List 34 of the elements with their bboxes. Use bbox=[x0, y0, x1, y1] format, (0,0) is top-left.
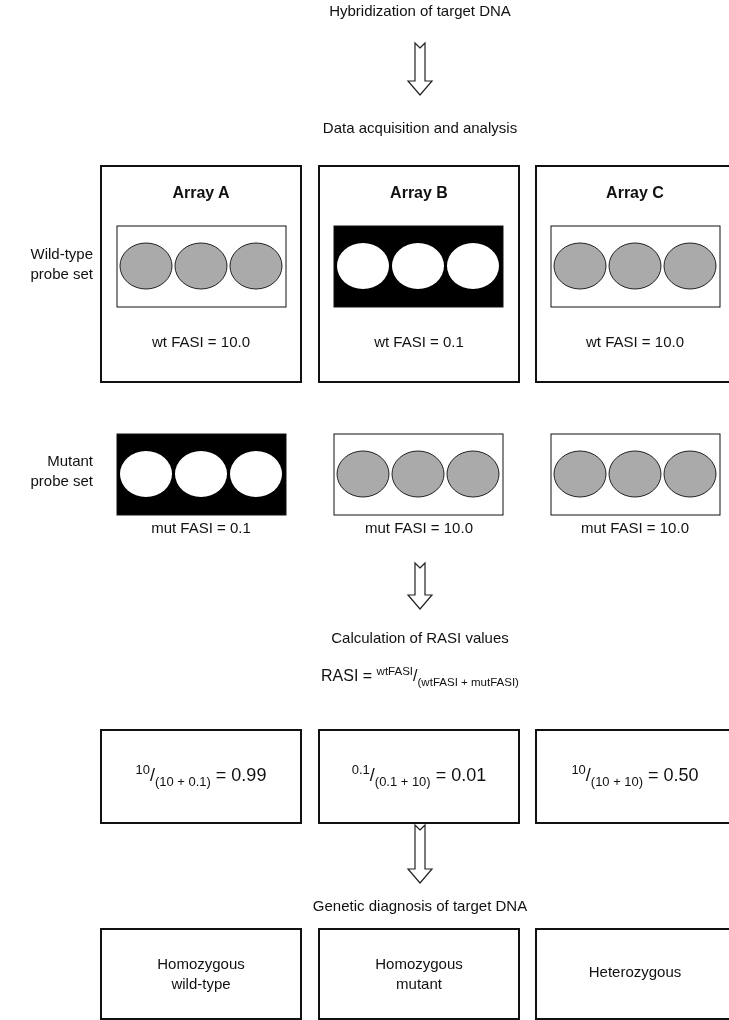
result-box bbox=[100, 729, 302, 824]
result-box bbox=[535, 729, 729, 824]
row-label: Mutant probe set bbox=[29, 451, 93, 490]
value-text: mut FASI = 10.0 bbox=[580, 518, 690, 538]
array-box bbox=[535, 165, 729, 383]
step-text: Data acquisition and analysis bbox=[270, 96, 570, 136]
arrow bbox=[406, 561, 434, 610]
formula-text: $^{10}$/$_{(10 + 0.1)}$ = 0.99 bbox=[135, 762, 267, 791]
value-text: wt FASI = 0.1 bbox=[374, 331, 464, 351]
diagnosis-box bbox=[318, 928, 520, 1020]
result-box bbox=[318, 729, 520, 824]
value-text: wt FASI = 10.0 bbox=[152, 331, 250, 351]
arrow bbox=[406, 41, 434, 96]
formula-text: RASI = $^{wtFASI}$/$_{(wtFASI + mutFASI)}$ bbox=[320, 664, 520, 690]
step-text: Calculation of RASI values bbox=[270, 610, 570, 646]
diagnosis-text: Homozygous wild-type bbox=[156, 954, 246, 993]
row-label: Wild-type probe set bbox=[29, 244, 93, 283]
array-title: Array C bbox=[606, 183, 664, 203]
diagnosis-box bbox=[100, 928, 302, 1020]
array-title: Array A bbox=[172, 183, 230, 203]
diagnosis-box bbox=[535, 928, 729, 1020]
array-title: Array B bbox=[390, 183, 448, 203]
array-box bbox=[318, 165, 520, 383]
formula-text: $^{0.1}$/$_{(0.1 + 10)}$ = 0.01 bbox=[351, 762, 487, 791]
value-text: mut FASI = 10.0 bbox=[364, 518, 474, 538]
diagnosis-text: Heterozygous bbox=[588, 962, 682, 982]
diagnosis-text: Homozygous mutant bbox=[374, 954, 464, 993]
value-text: wt FASI = 10.0 bbox=[586, 331, 684, 351]
step-text: Hybridization of target DNA bbox=[270, 2, 570, 42]
array-box bbox=[100, 165, 302, 383]
arrow bbox=[406, 823, 434, 884]
step-text: Genetic diagnosis of target DNA bbox=[250, 884, 590, 914]
value-text: mut FASI = 0.1 bbox=[150, 518, 252, 538]
formula-text: $^{10}$/$_{(10 + 10)}$ = 0.50 bbox=[571, 762, 699, 791]
